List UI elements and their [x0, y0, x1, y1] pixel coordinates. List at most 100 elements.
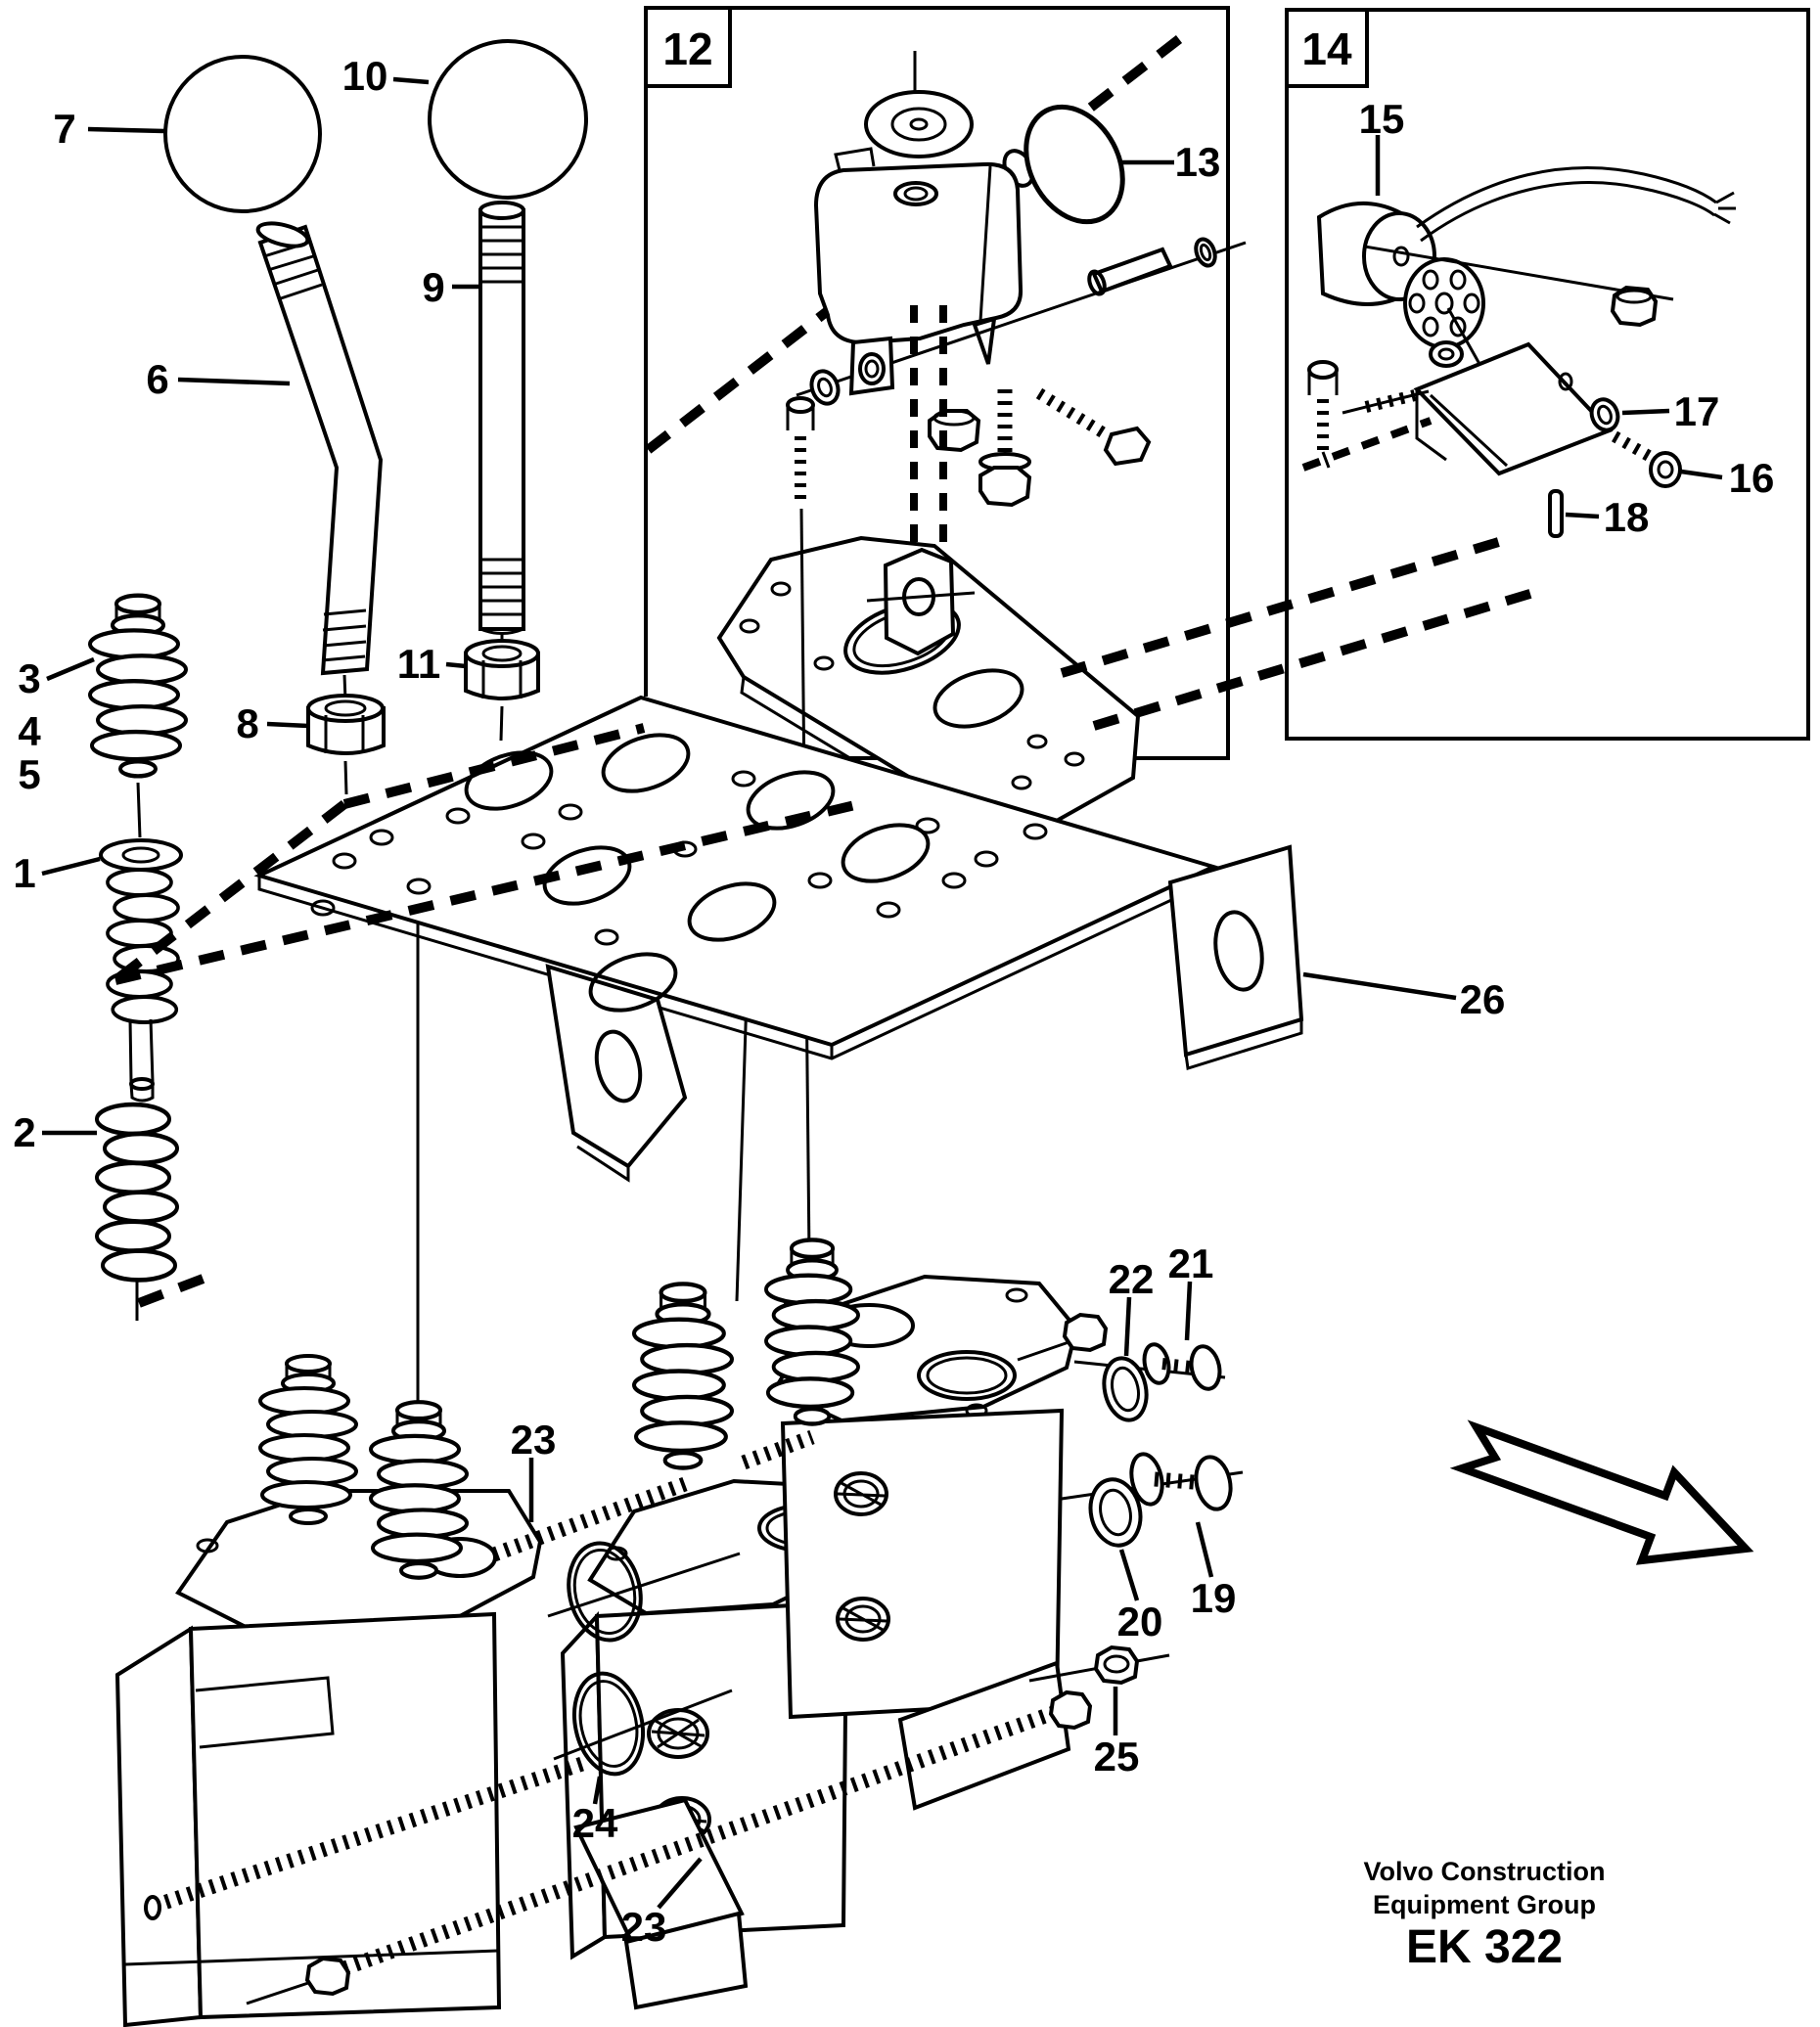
part-labels: 7 10 6 9 3 4 5 1 2 8 11 13 15 16 17 18 1… — [13, 23, 1774, 1950]
part-label-1: 1 — [13, 850, 35, 896]
switch-washer-disc — [864, 90, 974, 158]
valve-spring-stack — [258, 1354, 358, 1525]
part-label-25: 25 — [1094, 1734, 1140, 1779]
switch-screw — [1035, 387, 1152, 467]
valve-bank — [114, 1239, 1109, 2027]
switch-pin-sleeve — [1091, 247, 1173, 294]
valve-spring-stack — [371, 1402, 467, 1578]
switch-washer — [809, 369, 841, 406]
part-label-5: 5 — [18, 751, 40, 797]
direction-arrow — [1449, 1419, 1754, 1565]
valve-spring-stack — [634, 1284, 732, 1467]
dashed-projection-line — [1092, 584, 1548, 731]
part-label-23: 23 — [511, 1417, 557, 1463]
threaded-port — [834, 1471, 888, 1516]
threaded-rod-9 — [478, 201, 525, 648]
part-label-15: 15 — [1359, 96, 1405, 142]
o-ring-24 — [572, 1671, 645, 1777]
sensor-nut — [1610, 285, 1659, 328]
clamp-block — [623, 1911, 749, 2010]
valve-section-1 — [114, 1489, 543, 2027]
coil-spring-2 — [97, 1104, 177, 1321]
part-label-9: 9 — [422, 264, 444, 310]
ball-knob-10 — [428, 39, 588, 200]
tie-rod-23 — [491, 1312, 1109, 1562]
part-label-18: 18 — [1604, 494, 1650, 540]
dashed-projection-line — [1301, 417, 1433, 472]
control-lever-6 — [255, 221, 384, 701]
part-label-6: 6 — [146, 356, 168, 402]
part-label-13: 13 — [1175, 139, 1221, 185]
pin-18 — [1548, 489, 1564, 538]
ball-knob-7 — [163, 55, 322, 213]
plate-large-holes — [464, 733, 931, 1013]
mounting-bolt — [978, 389, 1032, 508]
screw-16 — [1612, 430, 1682, 488]
plate-right-tab — [1167, 844, 1304, 1070]
sensor-wires — [1416, 166, 1736, 243]
switch-nut — [928, 409, 981, 453]
washer-17 — [1589, 397, 1620, 432]
sensor-assembly — [1307, 166, 1736, 538]
plate-small-holes — [310, 770, 1048, 946]
leader-lines — [41, 76, 1723, 1910]
seal-ring-20 — [1088, 1477, 1143, 1548]
switch-knob-13 — [1002, 104, 1125, 225]
grub-screw — [1342, 389, 1430, 415]
part-label-7: 7 — [53, 106, 75, 152]
part-label-8: 8 — [236, 700, 258, 746]
dashed-panel-outline — [112, 723, 861, 1308]
cover-plate-26 — [253, 695, 1304, 1183]
part-label-11: 11 — [397, 641, 440, 687]
part-label-16: 16 — [1729, 455, 1775, 501]
tie-rod-23 — [144, 1755, 588, 1920]
pivot-lug — [883, 547, 956, 656]
clamp-block — [897, 1660, 1071, 1811]
spool-spring-1 — [99, 838, 183, 1103]
plug-19 — [1129, 1452, 1233, 1511]
sensor-15 — [1316, 202, 1436, 306]
part-label-2: 2 — [13, 1109, 35, 1155]
plate-bottom-tab — [545, 964, 688, 1183]
tie-rod-23 — [246, 1689, 1093, 2005]
valve-spring-stack — [766, 1239, 858, 1423]
nut-25 — [1093, 1644, 1140, 1686]
footer-brand-line1: Volvo Construction — [1364, 1857, 1606, 1886]
plate-bolt-holes — [739, 581, 1085, 790]
switch-assembly — [796, 51, 1247, 467]
sensor-bracket — [1413, 340, 1614, 476]
part-label-17: 17 — [1674, 388, 1720, 434]
detail-box-14-label-square — [1285, 8, 1369, 88]
detail-box-14-number: 14 — [1301, 23, 1352, 74]
part-label-3: 3 — [18, 655, 40, 701]
threaded-port — [836, 1597, 890, 1642]
part-label-26: 26 — [1460, 976, 1506, 1022]
footer-brand-line2: Equipment Group — [1373, 1890, 1596, 1919]
plug-21 — [1142, 1342, 1222, 1391]
part-label-21: 21 — [1168, 1240, 1214, 1286]
part-label-19: 19 — [1191, 1575, 1237, 1621]
allen-screw — [1307, 360, 1339, 469]
o-ring-24 — [567, 1541, 643, 1643]
part-label-22: 22 — [1109, 1256, 1155, 1302]
footer: Volvo Construction Equipment Group EK 32… — [1364, 1857, 1606, 1973]
detail-box-12-label-square — [644, 6, 732, 88]
part-label-23: 23 — [621, 1904, 667, 1950]
spring-stack-3-4-5 — [90, 596, 186, 777]
part-label-24: 24 — [572, 1800, 618, 1846]
mounting-plate — [716, 535, 1141, 825]
lock-nut-8 — [306, 694, 386, 795]
figure-code: EK 322 — [1406, 1921, 1563, 1973]
dashed-projection-line — [1060, 533, 1514, 678]
detail-box-12-number: 12 — [662, 23, 712, 74]
part-label-20: 20 — [1117, 1599, 1163, 1644]
assembly-line — [136, 782, 142, 838]
seal-ring-22 — [1102, 1356, 1149, 1422]
switch-mounting-plate-assembly — [716, 305, 1141, 1302]
plugs-and-seals — [1028, 1342, 1244, 1686]
part-label-4: 4 — [18, 708, 41, 754]
lock-nut-11 — [464, 639, 540, 742]
toggle-switch-body — [813, 161, 1024, 345]
